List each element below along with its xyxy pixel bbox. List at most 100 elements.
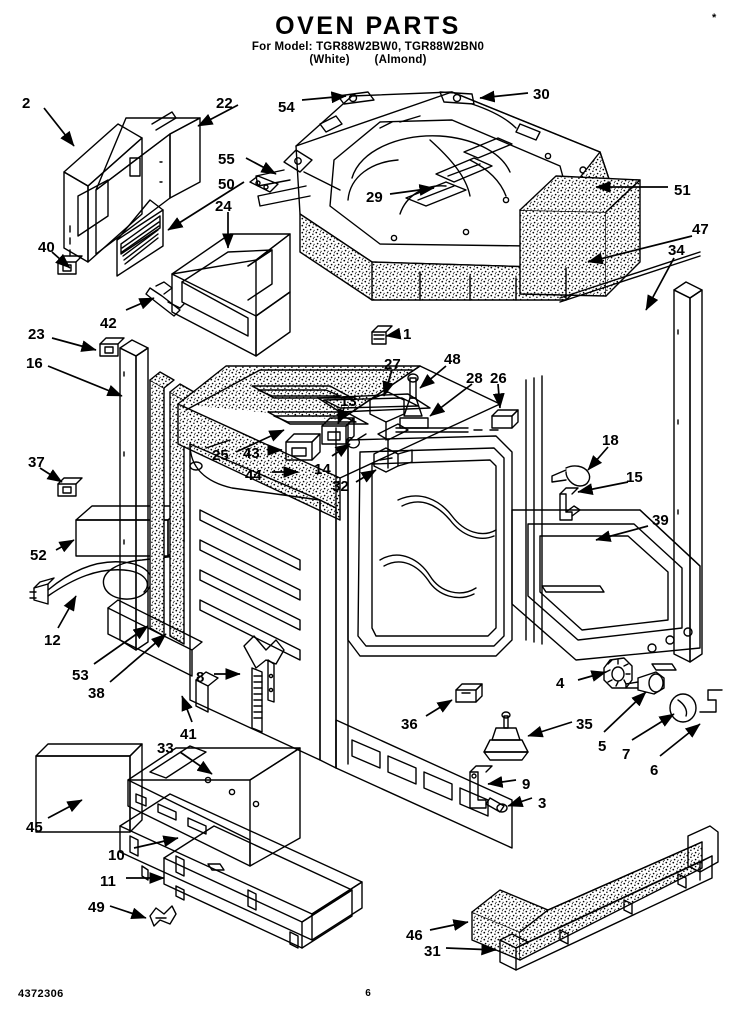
part-rod-34 xyxy=(560,252,700,302)
callout-number-2: 2 xyxy=(22,95,31,112)
callout-number-31: 31 xyxy=(424,943,441,960)
callout-number-45: 45 xyxy=(26,819,43,836)
part-cap-7 xyxy=(670,694,696,722)
part-clip-37 xyxy=(58,478,82,496)
part-rod-28 xyxy=(396,428,498,432)
part-vent-grille xyxy=(117,200,163,276)
callout-number-16: 16 xyxy=(26,355,43,372)
callout-number-48: 48 xyxy=(444,351,461,368)
callout-number-33: 33 xyxy=(157,740,174,757)
leader-lines xyxy=(40,90,700,956)
callout-number-54: 54 xyxy=(278,99,295,116)
callout-number-6: 6 xyxy=(650,762,659,779)
part-screw-1 xyxy=(372,326,392,344)
part-left-side-panel-16 xyxy=(120,340,148,650)
callout-number-34: 34 xyxy=(668,242,685,259)
callout-number-39: 39 xyxy=(652,512,669,529)
callout-number-29: 29 xyxy=(366,189,383,206)
part-bottom-pan-33 xyxy=(128,746,300,866)
part-oven-cavity-body xyxy=(178,366,512,848)
part-vertical-rail-mid xyxy=(526,376,542,644)
part-panel-45 xyxy=(36,744,142,832)
callout-number-51: 51 xyxy=(674,182,691,199)
callout-number-55: 55 xyxy=(218,151,235,168)
callout-number-1: 1 xyxy=(403,326,412,343)
part-screw-3 xyxy=(486,798,507,812)
callout-number-43: 43 xyxy=(243,445,260,462)
part-power-cord-12 xyxy=(30,556,176,604)
part-control-panel-assembly xyxy=(64,112,200,262)
part-clip-15 xyxy=(560,488,580,520)
callout-number-12: 12 xyxy=(44,632,61,649)
part-bracket-36 xyxy=(456,684,482,702)
title-block: OVEN PARTS For Model: TGR88W2BW0, TGR88W… xyxy=(0,14,736,67)
part-bracket-26 xyxy=(492,410,518,428)
callout-number-49: 49 xyxy=(88,899,105,916)
callout-number-52: 52 xyxy=(30,547,47,564)
part-plate-55 xyxy=(250,176,278,192)
callout-number-3: 3 xyxy=(538,795,547,812)
color-almond-label: (Almond) xyxy=(374,54,427,67)
callout-number-13: 13 xyxy=(340,393,357,410)
part-bottom-frame-11 xyxy=(164,826,352,948)
callout-number-36: 36 xyxy=(401,716,418,733)
part-pin-5 xyxy=(626,672,664,694)
part-block-43 xyxy=(286,434,320,460)
callout-number-7: 7 xyxy=(622,746,631,763)
part-trim-31 xyxy=(500,856,712,970)
corner-asterisk-mark: * xyxy=(712,12,717,24)
part-rod-18 xyxy=(552,466,590,486)
part-bracket-27 xyxy=(370,392,408,468)
part-leveling-leg-35 xyxy=(484,712,528,760)
callout-number-10: 10 xyxy=(108,847,125,864)
callout-number-28: 28 xyxy=(466,370,483,387)
part-small-clip-40 xyxy=(58,256,82,274)
callout-number-25: 25 xyxy=(212,447,229,464)
part-clip-23 xyxy=(100,338,124,356)
part-hole-44 xyxy=(190,440,230,470)
callout-number-11: 11 xyxy=(100,873,116,890)
callout-number-18: 18 xyxy=(602,432,619,449)
callout-number-32: 32 xyxy=(332,478,349,495)
part-panel-52 xyxy=(76,506,184,556)
callout-number-27: 27 xyxy=(384,356,401,373)
callout-number-42: 42 xyxy=(100,315,117,332)
callout-number-26: 26 xyxy=(490,370,507,387)
callout-number-50: 50 xyxy=(218,176,235,193)
footer-page-number: 6 xyxy=(365,988,371,999)
part-trim-46 xyxy=(472,842,702,960)
callout-number-8: 8 xyxy=(196,669,205,686)
callout-number-22: 22 xyxy=(216,95,233,112)
part-door-spring-8 xyxy=(244,636,284,732)
part-bracket-9 xyxy=(470,766,492,808)
callout-number-38: 38 xyxy=(88,685,105,702)
model-line: For Model: TGR88W2BW0, TGR88W2BN0 xyxy=(251,41,485,53)
callout-number-40: 40 xyxy=(38,239,55,256)
callout-number-53: 53 xyxy=(72,667,89,684)
color-variant-line: (White) (Almond) xyxy=(0,54,736,67)
callout-number-24: 24 xyxy=(215,198,232,215)
callout-number-37: 37 xyxy=(28,454,45,471)
part-clip-32 xyxy=(374,448,412,472)
callout-number-15: 15 xyxy=(626,469,643,486)
callout-number-4: 4 xyxy=(556,675,565,692)
part-wire-6 xyxy=(700,690,722,712)
page-title: OVEN PARTS xyxy=(275,12,461,40)
part-clip-49 xyxy=(150,906,176,926)
part-vent-duct-24 xyxy=(172,234,290,356)
part-trim-end-right xyxy=(688,826,718,872)
callout-number-44: 44 xyxy=(245,467,262,484)
callout-number-47: 47 xyxy=(692,221,709,238)
part-oven-bottom-39 xyxy=(512,510,700,670)
callout-number-5: 5 xyxy=(598,738,607,755)
callout-number-9: 9 xyxy=(522,776,531,793)
callout-number-41: 41 xyxy=(180,726,197,743)
part-bottom-frame-10 xyxy=(120,794,362,940)
part-right-rail xyxy=(674,282,702,662)
color-white-label: (White) xyxy=(309,54,350,67)
callout-number-30: 30 xyxy=(533,86,550,103)
callout-number-23: 23 xyxy=(28,326,45,343)
callout-number-46: 46 xyxy=(406,927,423,944)
